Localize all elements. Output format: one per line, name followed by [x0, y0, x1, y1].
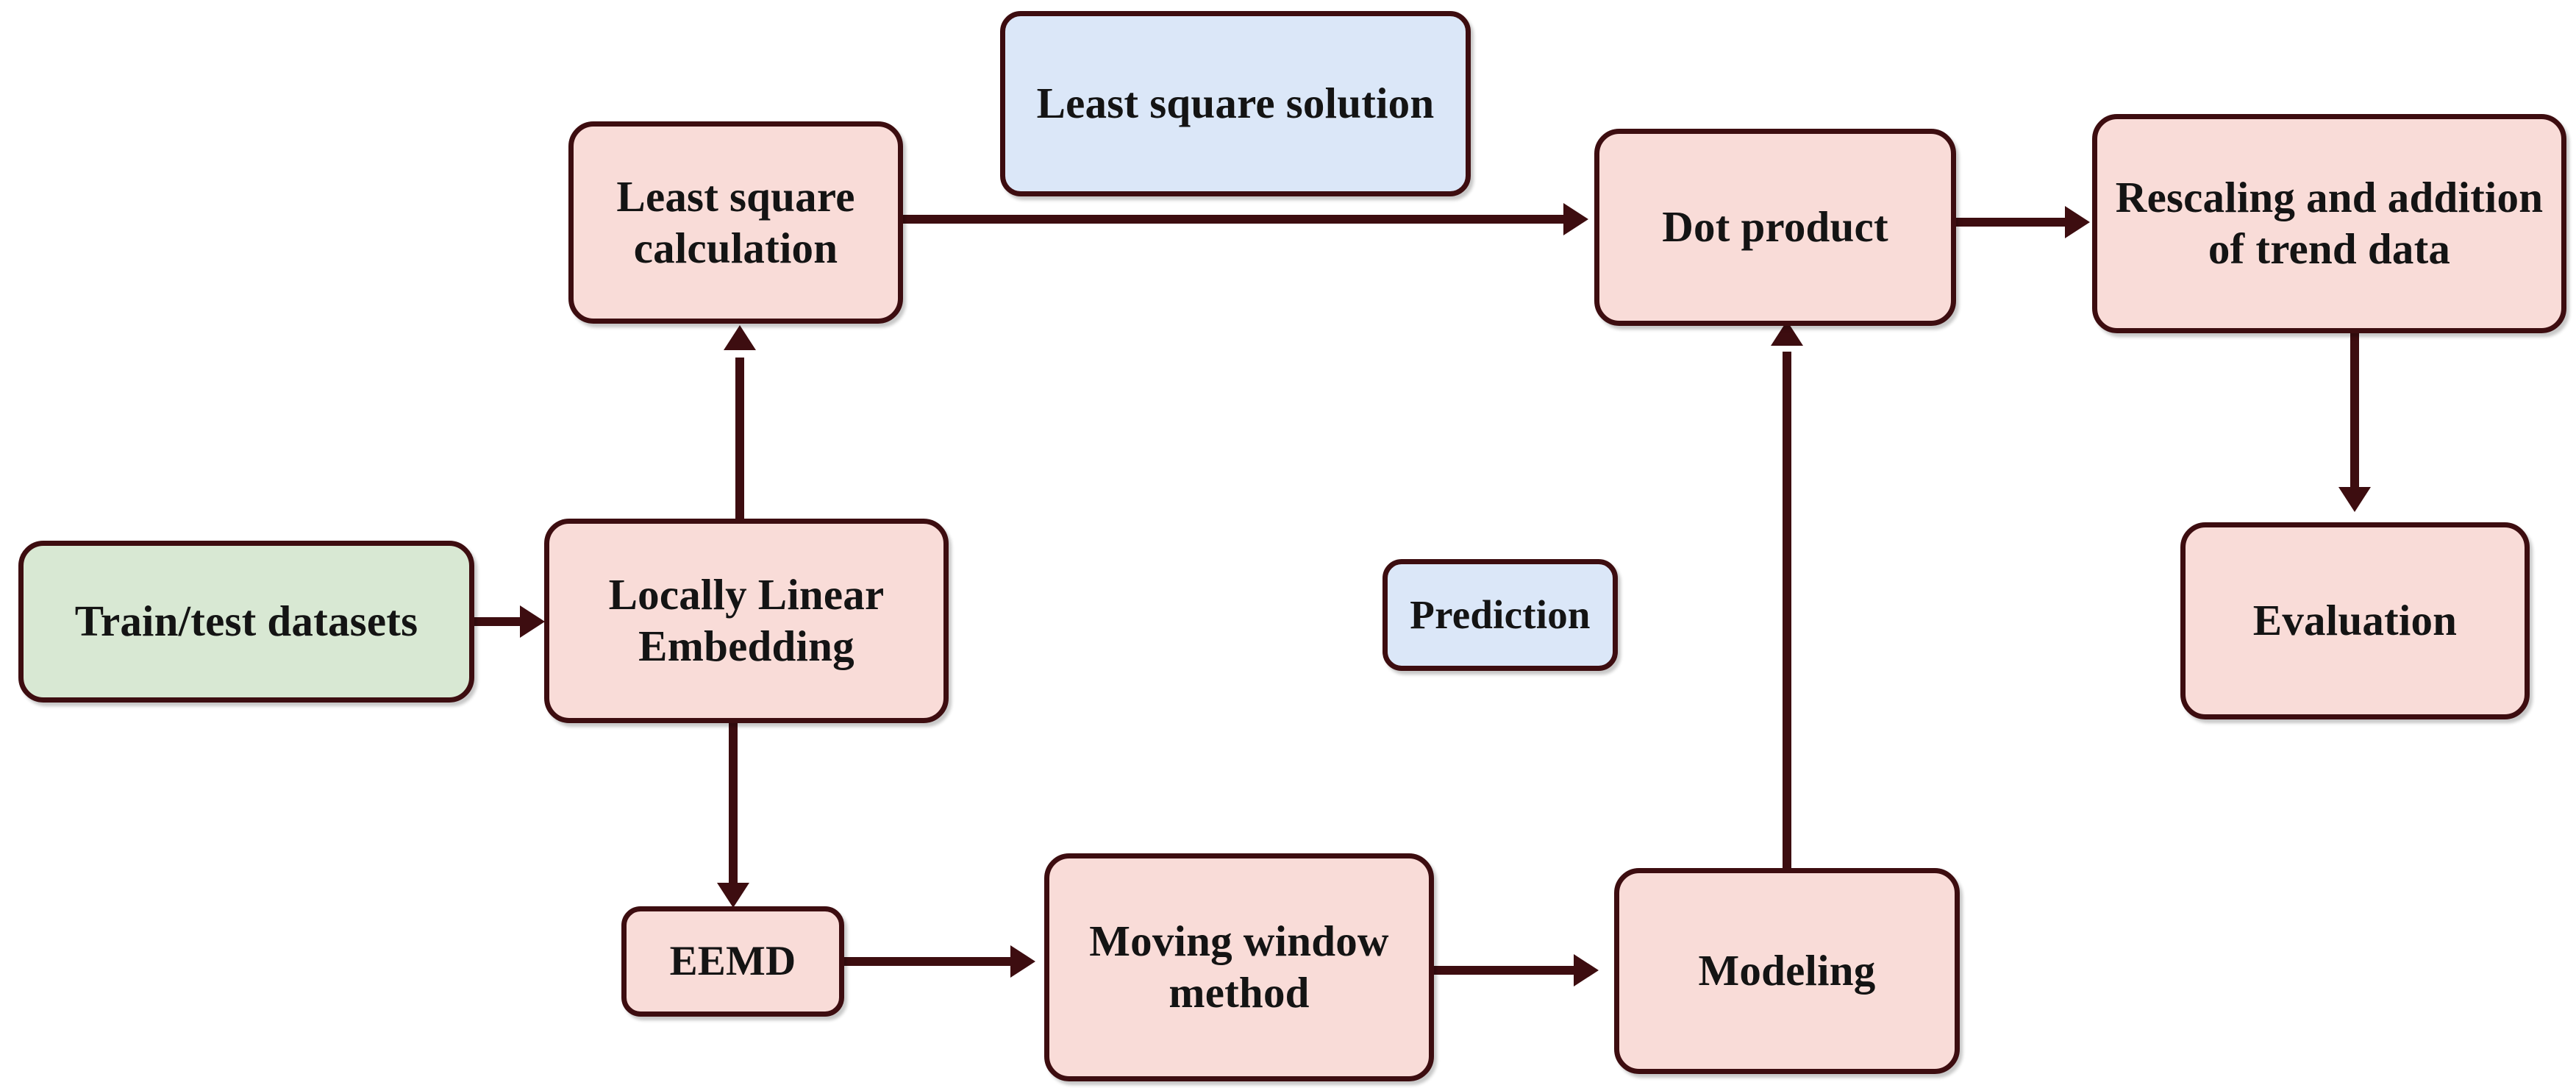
edge-lle-to-eemd — [729, 718, 738, 889]
arrowhead-dot-to-rescale — [2065, 206, 2090, 238]
node-least-square-calculation-label: Least square calculation — [616, 171, 855, 272]
arrowhead-mwm-to-model — [1574, 954, 1599, 986]
node-moving-window-method[interactable]: Moving window method — [1044, 853, 1434, 1081]
edge-rescale-to-eval — [2350, 330, 2359, 490]
node-rescaling-and-addition-of-trend-data[interactable]: Rescaling and addition of trend data — [2092, 114, 2566, 333]
edge-eemd-to-mwm — [840, 957, 1022, 966]
node-prediction[interactable]: Prediction — [1382, 559, 1618, 671]
arrowhead-lle-to-lsc — [724, 325, 756, 350]
node-locally-linear-embedding[interactable]: Locally Linear Embedding — [544, 519, 949, 723]
node-eemd[interactable]: EEMD — [621, 906, 844, 1017]
node-prediction-label: Prediction — [1410, 591, 1591, 637]
node-least-square-calculation[interactable]: Least square calculation — [568, 121, 903, 324]
node-dot-product[interactable]: Dot product — [1594, 129, 1956, 326]
node-moving-window-method-label: Moving window method — [1089, 917, 1389, 1017]
edge-model-to-dot — [1783, 352, 1791, 871]
edge-mwm-to-model — [1430, 966, 1585, 975]
node-least-square-solution-label: Least square solution — [1036, 79, 1435, 128]
edge-lsc-to-dot — [899, 215, 1575, 224]
node-modeling[interactable]: Modeling — [1614, 868, 1960, 1074]
node-evaluation[interactable]: Evaluation — [2180, 522, 2530, 719]
node-locally-linear-embedding-label: Locally Linear Embedding — [608, 570, 885, 670]
node-train-test-datasets-label: Train/test datasets — [74, 597, 418, 646]
node-train-test-datasets[interactable]: Train/test datasets — [18, 541, 474, 703]
node-evaluation-label: Evaluation — [2252, 596, 2458, 645]
edge-lle-to-lsc — [735, 358, 744, 522]
node-modeling-label: Modeling — [1698, 946, 1876, 995]
node-rescaling-and-addition-of-trend-data-label: Rescaling and addition of trend data — [2115, 173, 2544, 273]
arrowhead-lsc-to-dot — [1563, 203, 1588, 235]
node-least-square-solution[interactable]: Least square solution — [1000, 11, 1471, 196]
node-eemd-label: EEMD — [669, 938, 796, 985]
arrowhead-train-to-lle — [520, 605, 545, 638]
arrowhead-lle-to-eemd — [717, 883, 749, 908]
edge-dot-to-rescale — [1952, 218, 2077, 227]
edge-train-to-lle — [474, 617, 527, 626]
arrowhead-eemd-to-mwm — [1010, 945, 1035, 978]
arrowhead-rescale-to-eval — [2338, 487, 2371, 512]
node-dot-product-label: Dot product — [1662, 202, 1888, 252]
